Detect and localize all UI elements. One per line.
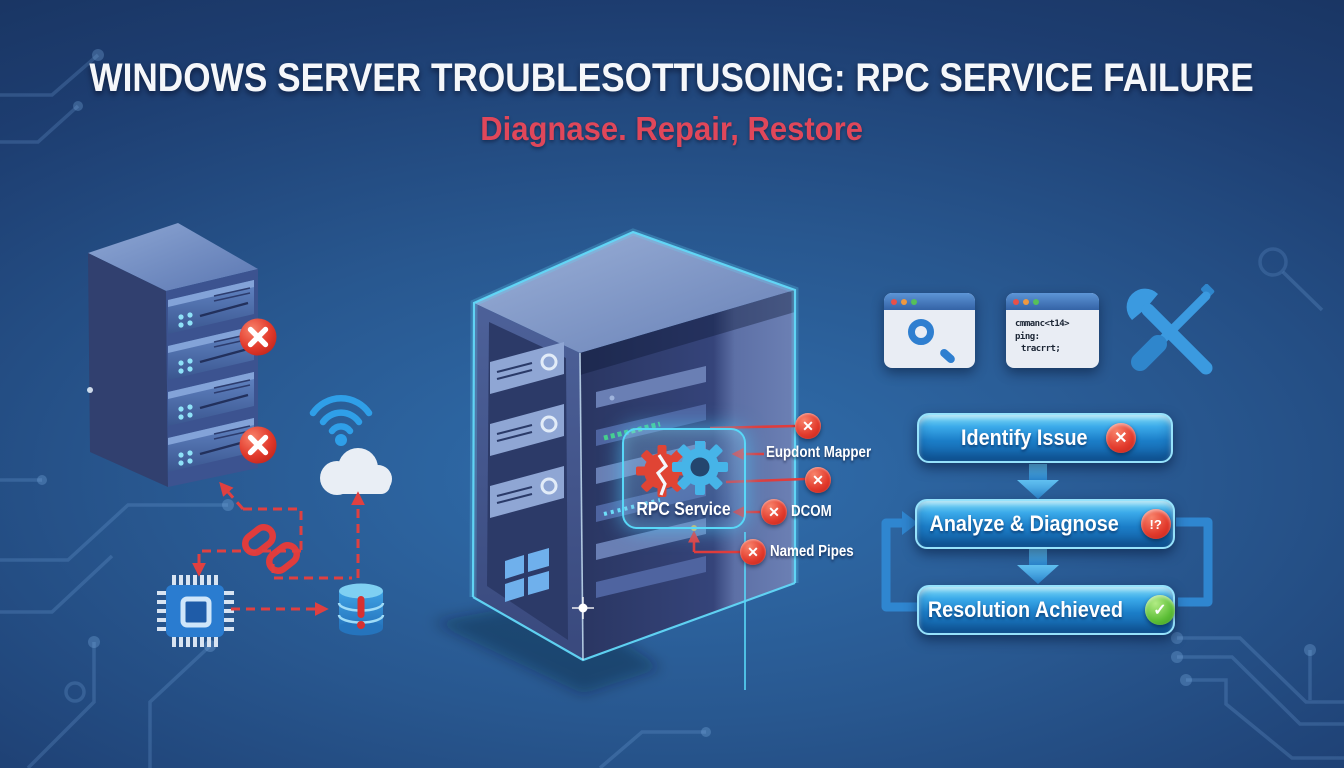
window-dot-red (891, 298, 897, 305)
flow-step-resolution-achieved: Resolution Achieved ✓ (917, 585, 1175, 635)
window-dot-green (911, 298, 917, 305)
tools-icon (1126, 284, 1215, 375)
named-pipes-label: Named Pipes (770, 543, 854, 560)
terminal-commands: cmmanc<t14> ping: tracrrt; (1006, 310, 1099, 368)
magnifier-icon (908, 319, 934, 345)
rack-error-x-icon-2 (239, 426, 277, 464)
server-tower-illustration (432, 228, 799, 694)
windows-logo (505, 548, 549, 602)
page-subtitle: Diagnase. Repair, Restore (480, 110, 864, 147)
rpc-annotation-lines (688, 424, 806, 554)
terminal-window-icon: cmmanc<t14> ping: tracrrt; (1006, 293, 1099, 368)
circuit-traces-background (0, 53, 1344, 768)
flow-down-arrow-2 (1017, 549, 1059, 584)
window-dot-orange (901, 298, 907, 305)
search-window-icon (884, 293, 975, 368)
gear-icon (672, 441, 728, 495)
error-x-icon: ✕ (1105, 423, 1136, 453)
alert-icon: !? (1140, 509, 1171, 539)
dcom-label: DCOM (791, 503, 832, 520)
terminal-line: tracrrt; (1021, 344, 1061, 354)
named-pipes-error-x-icon: ✕ (740, 539, 766, 565)
gear-icons (636, 441, 728, 497)
dcom-error-x-icon: ✕ (761, 499, 787, 525)
window-dot-orange (1023, 298, 1029, 305)
flowchart-loop-lines (881, 517, 1213, 612)
broken-link-icon (242, 524, 300, 574)
page-title: WINDOWS SERVER TROUBLESOTTUSOING: RPC SE… (89, 56, 1255, 100)
cpu-chip-icon (157, 575, 234, 647)
circuit-nodes-background (37, 49, 1316, 737)
error-flow-dashed-connectors (192, 481, 365, 616)
flow-step-identify-issue: Identify Issue ✕ (917, 413, 1173, 463)
flow-step-label: Analyze & Diagnose (929, 511, 1120, 536)
rpc-service-box: RPC Service (622, 428, 746, 529)
flow-down-arrow-1 (1017, 464, 1059, 499)
flow-step-label: Identify Issue (961, 425, 1088, 450)
endpoint-mapper-label: Eupdont Mapper (766, 444, 872, 461)
wrench-icon (1126, 288, 1213, 375)
window-dot-red (1013, 298, 1019, 305)
rack-error-x-icon (239, 318, 277, 356)
window-dot-green (1033, 298, 1039, 305)
loop-arrowhead (902, 511, 918, 535)
success-check-icon: ✓ (1144, 595, 1175, 625)
cloud-icon (320, 448, 392, 495)
terminal-line: cmmanc<t14> (1015, 319, 1070, 329)
flow-step-label: Resolution Achieved (927, 597, 1124, 622)
error-x-icon: ✕ (795, 413, 821, 439)
rpc-service-label: RPC Service (636, 499, 732, 519)
terminal-line: ping: (1015, 331, 1040, 342)
server-rack-illustration (87, 223, 258, 487)
window-titlebar (1006, 293, 1099, 310)
flow-step-analyze-diagnose: Analyze & Diagnose !? (915, 499, 1175, 549)
error-x-icon-2: ✕ (805, 467, 831, 493)
wifi-icon (309, 395, 373, 446)
window-titlebar (884, 293, 975, 310)
database-error-icon (337, 583, 385, 636)
